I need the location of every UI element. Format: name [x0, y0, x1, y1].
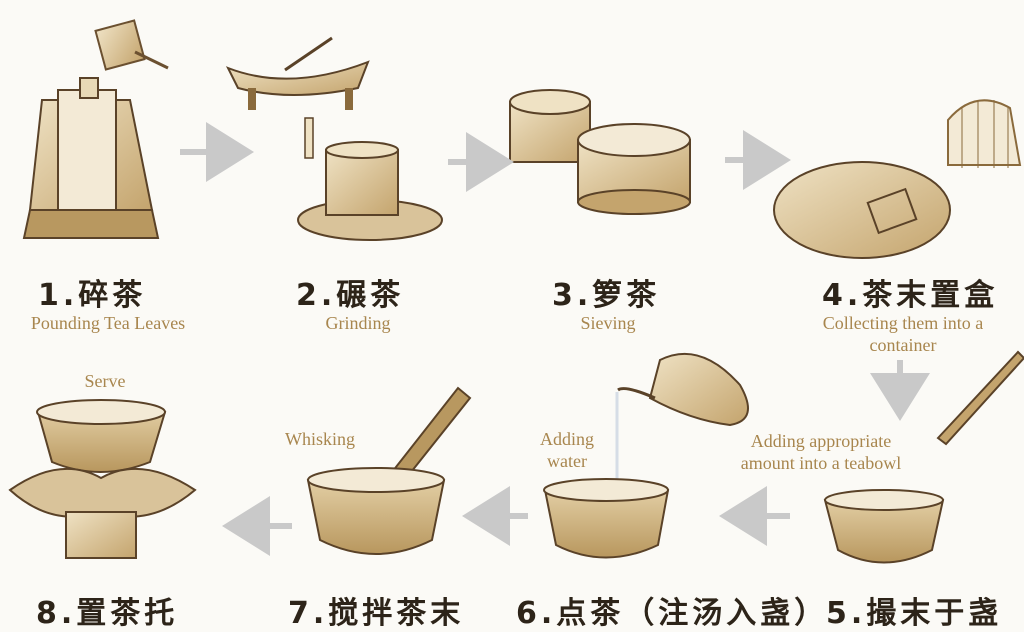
step-3-en: Sieving	[580, 313, 636, 333]
step-3-zh: 箩茶	[592, 278, 661, 313]
step-6-en: Adding water	[540, 429, 594, 471]
step-4-en: Collecting them into a container	[822, 313, 984, 355]
step-2-title: 2.碾茶	[296, 270, 404, 314]
step-4-title: 4.茶末置盒	[822, 270, 998, 314]
ewer-bowl-illustration	[543, 352, 749, 559]
step-7-title: 7.搅拌茶末	[288, 588, 464, 632]
step-2-zh: 碾茶	[336, 278, 405, 313]
mortar-pestle-illustration	[22, 19, 169, 239]
step-3-number: 3.	[552, 278, 593, 313]
step-7-en: Whisking	[285, 429, 355, 449]
grinding-tool-illustration	[225, 36, 443, 241]
scoop-bowl-illustration	[823, 350, 1024, 564]
step-1-number: 1.	[38, 278, 79, 313]
step-1-en: Pounding Tea Leaves	[30, 313, 186, 333]
step-5-en: Adding appropriate amount into a teabowl	[740, 431, 902, 473]
step-2-number: 2.	[296, 278, 337, 313]
step-1-title: 1.碎茶	[38, 270, 146, 314]
cup-stand-illustration	[8, 399, 197, 559]
flow-arrows	[180, 122, 930, 556]
step-4-number: 4.	[822, 278, 863, 313]
sieve-illustration	[509, 89, 691, 215]
step-4-zh: 茶末置盒	[862, 278, 999, 313]
container-illustration	[773, 99, 1022, 259]
step-1-zh: 碎茶	[78, 278, 147, 313]
step-5-title: 5.撮末于盏	[826, 588, 1002, 632]
tea-process-diagram: 1.碎茶 Pounding Tea Leaves 2.碾茶 Grinding 3…	[8, 19, 1024, 631]
step-8-title: 8.置茶托	[36, 588, 178, 632]
whisk-bowl-illustration	[306, 386, 472, 555]
illustrations	[8, 19, 1024, 564]
step-8-en: Serve	[84, 371, 126, 391]
step-6-title: 6.点茶（注汤入盏）	[516, 588, 828, 632]
step-2-en: Grinding	[325, 313, 391, 333]
step-3-title: 3.箩茶	[552, 270, 660, 314]
